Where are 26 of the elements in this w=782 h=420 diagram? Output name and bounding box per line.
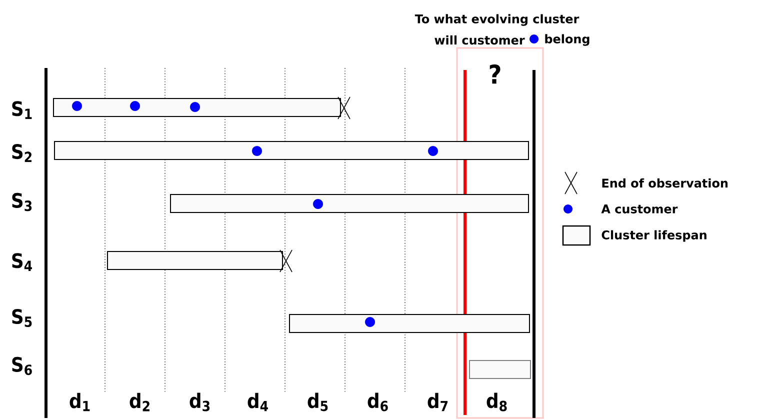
row-label: S$_{4}$ [12,253,32,271]
cluster-bar [170,194,529,213]
title-text: To what evolving cluster [414,14,580,26]
column-label: d$_{3}$ [190,392,210,412]
column-label: d$_{1}$ [70,392,90,412]
row-label: S$_{1}$ [12,101,32,119]
column-label: d$_{5}$ [308,392,328,412]
cluster-bar [53,98,341,117]
column-label: d$_{2}$ [130,392,150,412]
legend-text: End of observation [602,178,728,188]
column-label: d$_{6}$ [368,392,388,412]
title-text: belong [545,34,590,46]
cluster-bar [289,314,530,333]
column-label: d$_{4}$ [248,392,268,412]
row-label: S$_{2}$ [12,144,32,162]
question-mark: ? [490,64,500,84]
cluster-bar [54,141,530,160]
row-label: S$_{3}$ [12,192,32,212]
legend-text: Cluster lifespan [602,230,706,242]
legend-text: A customer [601,204,678,214]
cluster-bar [469,360,531,379]
row-label: S$_{6}$ [12,356,32,376]
title-text: will customer [434,35,525,45]
column-label: d$_{7}$ [428,392,448,412]
row-label: S$_{5}$ [12,308,32,328]
cluster-bar [107,251,283,270]
